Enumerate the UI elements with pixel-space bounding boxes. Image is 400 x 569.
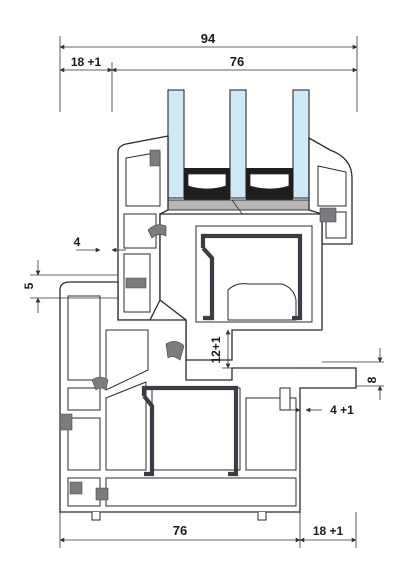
- glass-pane-1: [167, 89, 185, 199]
- dim-sash-rebate-top: 18 +1: [71, 55, 102, 69]
- right-dimensions: 8 4 +1: [288, 348, 384, 417]
- frame-profile: [59, 281, 357, 521]
- dim-left-gap: 5: [22, 282, 36, 289]
- steel-reinforcement-sash: [200, 233, 303, 321]
- bottom-dimensions: 76 18 +1: [59, 512, 357, 548]
- dim-frame-width-bottom: 76: [173, 523, 187, 538]
- glass-pane-3: [292, 89, 310, 199]
- dim-left-offset: 4: [74, 235, 81, 249]
- sash-profile: [117, 135, 353, 361]
- glass-pane-2: [229, 89, 247, 199]
- dim-total-width: 94: [201, 31, 216, 46]
- left-dimensions: 4 5: [22, 235, 126, 313]
- middle-dimension: 12+1: [209, 329, 300, 369]
- top-dimensions: 94 18 +1 76: [59, 31, 358, 112]
- glazing-bead-strip: [165, 199, 315, 211]
- gasket-frame-left: [91, 376, 109, 391]
- dim-right-offset: 4 +1: [330, 403, 354, 417]
- glass-panes: [165, 89, 315, 223]
- dim-sash-overlap: 12+1: [209, 336, 223, 363]
- dim-glazing-width-top: 76: [230, 54, 244, 69]
- dim-right-gap: 8: [365, 376, 379, 383]
- gasket-top-left: [147, 224, 167, 239]
- steel-reinforcement-frame: [141, 385, 239, 477]
- dim-bottom-right: 18 +1: [313, 524, 344, 538]
